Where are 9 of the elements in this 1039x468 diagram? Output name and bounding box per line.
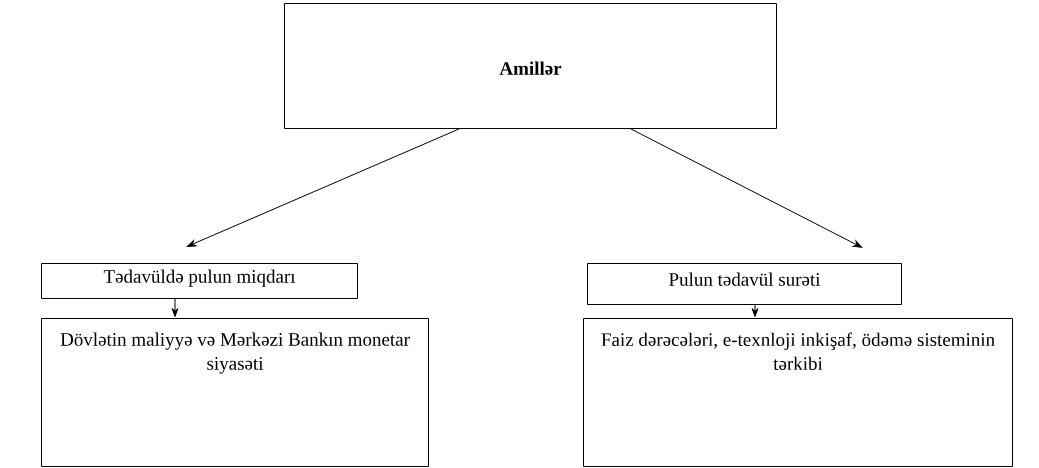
process-box: Pulun tədavül surəti [587,263,902,305]
arrow [171,298,179,318]
arrow [630,128,863,248]
process-box: Tədavüldə pulun miqdarı [41,263,358,299]
process-box: Dövlətin maliyyə və Mərkəzi Bankın monetar siyasəti [41,318,429,467]
arrow [186,128,460,247]
process-box: Faiz dərəcələri, e-texnloji inkişaf, ödəmə sisteminin tərkibi [583,318,1013,467]
heading-box: Amillər [284,3,777,129]
arrow [751,304,759,318]
